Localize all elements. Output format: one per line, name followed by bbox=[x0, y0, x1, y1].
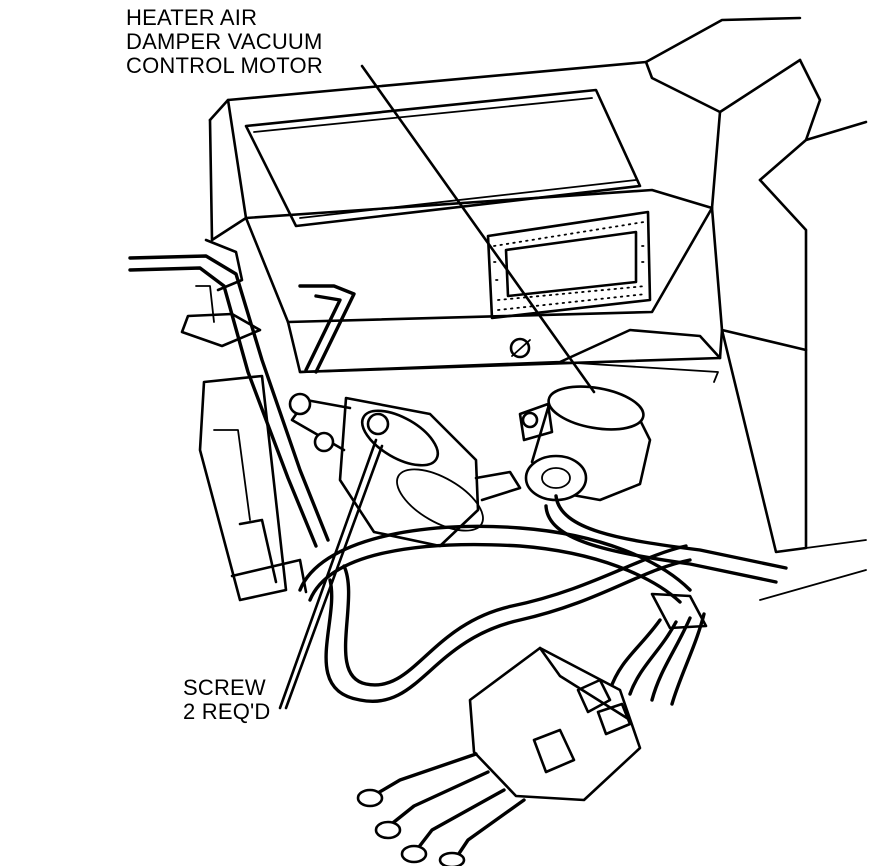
motor-callout: HEATER AIR DAMPER VACUUM CONTROL MOTOR bbox=[126, 6, 323, 78]
left-bracket bbox=[180, 285, 308, 602]
foam-seal bbox=[486, 210, 652, 320]
multi-hose-connector bbox=[356, 646, 642, 866]
screw-callout-line: SCREW bbox=[183, 675, 266, 700]
heater-case bbox=[208, 16, 868, 601]
motor-callout-line: HEATER AIR bbox=[126, 5, 258, 30]
vacuum-motor-left bbox=[288, 392, 522, 548]
screw-callout-line: 2 REQ'D bbox=[183, 699, 271, 724]
leader-lines bbox=[278, 64, 596, 710]
motor-callout-line: DAMPER VACUUM bbox=[126, 29, 323, 54]
vacuum-motor-right bbox=[509, 337, 652, 502]
upper-hoses bbox=[128, 238, 356, 548]
top-panel bbox=[244, 88, 642, 228]
motor-callout-line: CONTROL MOTOR bbox=[126, 53, 323, 78]
screw-callout: SCREW 2 REQ'D bbox=[183, 676, 271, 724]
